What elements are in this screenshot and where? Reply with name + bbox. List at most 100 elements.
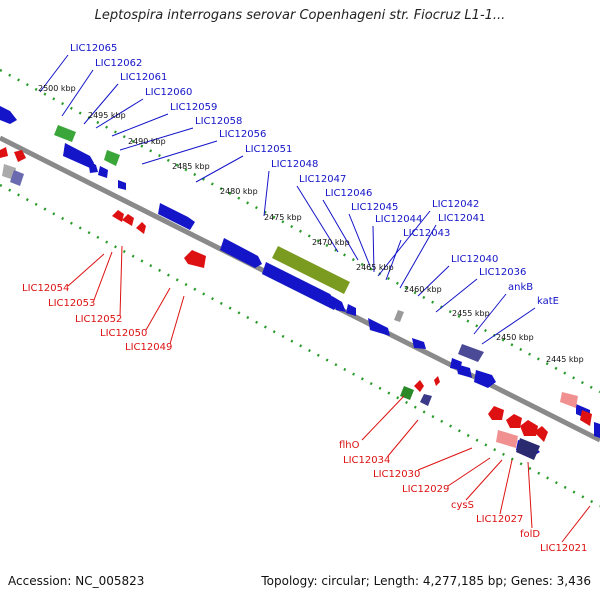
gene-arrow[interactable] [496,430,518,448]
leader-line [561,505,591,543]
leader-line [61,69,94,117]
position-tick-label: 2445 kbp [546,355,584,364]
gene-label[interactable]: LIC12065 [70,43,117,54]
leader-line [169,295,185,345]
gene-arrow[interactable] [10,170,24,186]
leader-line [465,459,503,501]
gene-label[interactable]: LIC12042 [432,199,479,210]
gene-arrow[interactable] [98,166,108,178]
gene-arrow[interactable] [412,338,426,349]
gene-label[interactable]: LIC12053 [48,298,95,309]
accession-text: Accession: NC_005823 [8,574,145,588]
gene-label[interactable]: LIC12045 [351,202,398,213]
gene-label[interactable]: LIC12029 [402,484,449,495]
gene-arrow[interactable] [220,238,262,268]
feature-block-navy[interactable] [516,438,540,460]
feature-block-green[interactable] [104,150,120,166]
gene-arrow[interactable] [112,210,124,222]
gene-label[interactable]: LIC12048 [271,159,318,170]
leader-line [39,54,69,93]
leader-line [67,253,105,287]
gene-arrow[interactable] [332,296,346,312]
gene-arrow[interactable] [88,160,98,173]
gene-arrow[interactable] [534,426,548,442]
gene-label[interactable]: flhO [339,440,360,451]
gene-label[interactable]: LIC12054 [22,283,69,294]
gene-arrow[interactable] [0,147,8,158]
gene-arrow[interactable] [368,318,390,336]
gene-arrow[interactable] [506,414,522,428]
feature-block-green[interactable] [54,125,76,142]
gene-label[interactable]: LIC12051 [245,144,292,155]
label-leaders [39,54,591,543]
gene-label[interactable]: LIC12047 [299,174,346,185]
gene-arrow[interactable] [63,143,94,168]
gene-label[interactable]: LIC12034 [343,455,390,466]
gene-label[interactable]: LIC12030 [373,469,420,480]
gene-arrow[interactable] [346,304,356,316]
feature-block-grey[interactable] [394,310,404,322]
gene-label[interactable]: LIC12049 [125,342,172,353]
leader-line [499,459,513,515]
feature-block-navy[interactable] [458,344,484,362]
gene-label[interactable]: LIC12027 [476,514,523,525]
feature-block-olive[interactable] [272,246,350,294]
gene-arrow[interactable] [262,262,338,310]
leader-line [145,287,171,331]
gene-arrow[interactable] [414,380,424,392]
gene-arrow[interactable] [158,203,195,230]
feature-block-navy[interactable] [420,394,432,406]
gene-arrow[interactable] [488,406,504,420]
leader-line [447,457,491,487]
gene-arrow[interactable] [580,410,592,426]
gene-arrow[interactable] [122,214,134,226]
gene-arrow[interactable] [520,420,538,436]
gene-arrow[interactable] [560,392,578,408]
gene-label[interactable]: LIC12040 [451,254,498,265]
gene-label[interactable]: LIC12056 [219,129,266,140]
leader-line [435,278,478,313]
leader-line [296,185,339,253]
gene-label[interactable]: folD [520,529,540,540]
gene-label[interactable]: LIC12059 [170,102,217,113]
position-tick-label: 2480 kbp [220,187,258,196]
gene-arrow[interactable] [184,250,206,268]
gene-label[interactable]: LIC12062 [95,58,142,69]
gene-label[interactable]: LIC12061 [120,72,167,83]
position-tick-label: 2465 kbp [356,263,394,272]
position-tick-label: 2475 kbp [264,213,302,222]
gene-arrow[interactable] [14,150,26,162]
gene-arrow[interactable] [0,106,17,124]
gene-label[interactable]: LIC12060 [145,87,192,98]
gene-arrow[interactable] [434,376,440,386]
gene-label[interactable]: LIC12046 [325,188,372,199]
position-tick-label: 2485 kbp [172,162,210,171]
gene-arrow[interactable] [136,222,146,234]
gene-label[interactable]: LIC12050 [100,328,147,339]
gene-label[interactable]: ankB [508,282,533,293]
gene-label[interactable]: LIC12036 [479,267,526,278]
gene-arrow[interactable] [118,180,126,190]
gene-arrow[interactable] [474,370,496,388]
leader-line [95,98,144,129]
gene-label[interactable]: LIC12058 [195,116,242,127]
gene-label[interactable]: cysS [451,500,474,511]
position-tick-label: 2455 kbp [452,309,490,318]
gene-label[interactable]: katE [537,296,559,307]
gene-label[interactable]: LIC12043 [403,228,450,239]
gene-label[interactable]: LIC12052 [75,314,122,325]
gene-label[interactable]: LIC12044 [375,214,422,225]
leader-line [119,245,123,317]
plus-strand-labels: LIC12065LIC12062LIC12061LIC12060LIC12059… [70,43,559,307]
leader-line [93,251,113,301]
gene-arrow[interactable] [456,364,472,378]
leader-line [348,213,371,267]
leader-line [263,170,270,217]
gene-label[interactable]: LIC12041 [438,213,485,224]
position-tick-label: 2490 kbp [128,137,166,146]
gene-arrow[interactable] [594,422,600,438]
leader-line [399,224,437,289]
leader-line [195,155,244,183]
leader-line [119,127,194,151]
gene-label[interactable]: LIC12021 [540,543,587,554]
